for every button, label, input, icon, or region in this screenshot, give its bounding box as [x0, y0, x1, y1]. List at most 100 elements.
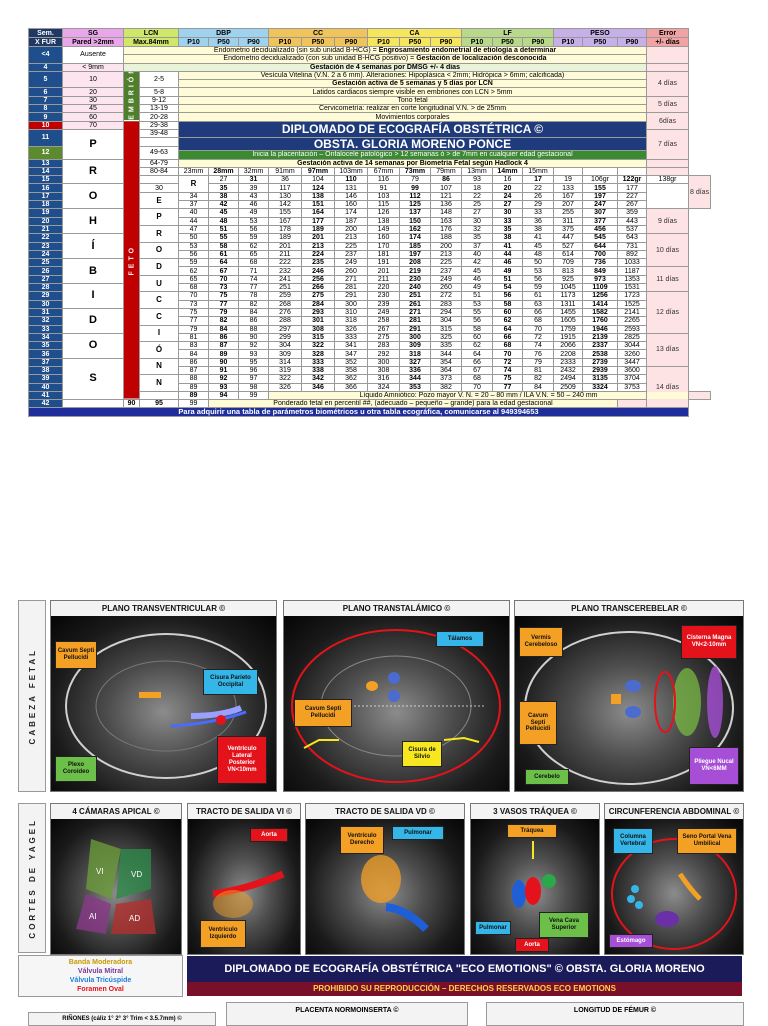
table-cell: 443 [617, 216, 647, 226]
table-cell: 49 [461, 282, 493, 293]
panel-4-camaras: 4 CÁMARAS APICAL © VI VD AI AD [50, 803, 182, 955]
table-cell: I [62, 283, 124, 309]
table-cell: 126 [367, 208, 400, 218]
table-cell: 59 [178, 258, 209, 268]
table-cell: 281 [334, 282, 368, 293]
table-cell: 1531 [617, 282, 647, 293]
table-cell: 259 [268, 291, 302, 301]
table-cell: 9 [28, 112, 63, 122]
table-cell: 276 [268, 307, 302, 318]
text: Endometrio decidualizado (sin sub unidad… [213, 47, 379, 55]
table-cell: 55 [461, 307, 493, 318]
table-cell: 310 [334, 307, 368, 318]
table-cell: 11 días [646, 266, 689, 293]
table-cell: Endometrio decidualizado (sin sub unidad… [123, 45, 647, 56]
table-cell: 260 [430, 282, 462, 293]
table-cell: 18 [28, 200, 63, 210]
table-cell: 307 [582, 208, 618, 218]
table-cell: 70 [461, 382, 493, 392]
table-cell: 75 [492, 374, 523, 384]
table-cell: 70 [492, 349, 523, 359]
table-cell: 46 [238, 200, 269, 210]
table-cell: 1455 [553, 307, 583, 318]
table-cell: 39-48 [139, 137, 179, 147]
table-cell: 19 [553, 175, 583, 185]
table-cell: 170 [367, 241, 400, 251]
table-cell: 44 [178, 216, 209, 226]
table-cell: 160 [367, 233, 400, 243]
table-cell: 54 [492, 282, 523, 293]
table-cell: 255 [553, 208, 583, 218]
table-cell: 89 [178, 390, 209, 401]
col-p: P50 [208, 37, 239, 47]
table-cell: 90 [238, 332, 269, 343]
table-cell: 90 [123, 399, 140, 409]
table-cell: Cervicometría: realizar en corte longitu… [178, 104, 647, 114]
table-cell: 79 [399, 175, 431, 185]
side-letter: C [156, 295, 162, 305]
table-cell: 322 [301, 341, 335, 351]
table-cell: 73 [178, 299, 209, 309]
table-cell: 17 [28, 191, 63, 202]
col-sg: SG [62, 28, 124, 38]
table-cell: 16 [28, 183, 63, 193]
table-cell: 14mm [492, 166, 523, 177]
table-cell: 48 [522, 249, 554, 260]
table-cell: 266 [301, 282, 335, 293]
table-cell: 75 [178, 307, 209, 318]
table-cell: 201 [301, 233, 335, 243]
table-cell: 80-84 [139, 166, 179, 177]
text-bold: Engrosamiento endometrial de etiología a… [378, 47, 557, 55]
label-vd: VD [131, 870, 142, 879]
table-cell: 2432 [553, 365, 583, 376]
label-ventriculo-lateral: Ventrículo Lateral Posterior VN<10mm [217, 736, 267, 784]
table-cell: 447 [553, 233, 583, 243]
table-cell: 112 [399, 191, 431, 202]
table-cell: 333 [334, 332, 368, 343]
table-cell: 138 [367, 216, 400, 226]
table-cell: 294 [430, 307, 462, 318]
table-cell: 66 [461, 357, 493, 368]
table-cell: 261 [399, 299, 431, 309]
table-cell: 185 [399, 241, 431, 251]
table-cell: 251 [268, 282, 302, 293]
banner-prohibido: PROHIBIDO SU REPRODUCCIÓN – DERECHOS RES… [187, 982, 742, 996]
table-cell: 30 [461, 216, 493, 226]
table-cell: 39 [238, 183, 269, 193]
table-cell: 338 [301, 365, 335, 376]
table-cell: 79 [208, 307, 239, 318]
table-cell: 301 [301, 316, 335, 326]
table-cell: 49-63 [139, 145, 179, 160]
table-cell: 73 [208, 282, 239, 293]
table-cell: 33 [492, 216, 523, 226]
table-cell: 375 [553, 224, 583, 235]
table-cell: 322 [268, 374, 302, 384]
table-cell: 130 [268, 191, 302, 202]
side-letter: D [156, 261, 162, 271]
table-cell: C [139, 291, 179, 309]
label-columna: Columna Vertebral [613, 828, 653, 854]
label-cerebelo: Cerebelo [525, 769, 569, 785]
table-cell: 56 [461, 316, 493, 326]
table-cell: 38 [208, 191, 239, 202]
table-cell: 227 [617, 191, 647, 202]
side-letter: I [157, 328, 161, 338]
sg-letter: H [89, 214, 97, 227]
table-cell: 62 [461, 341, 493, 351]
table-cell: 342 [301, 374, 335, 384]
table-cell: 2066 [553, 341, 583, 351]
sidebar-cabeza-fetal: CABEZA FETAL [18, 600, 46, 792]
panel-transcerebelar: PLANO TRANSCEREBELAR © Vermis Cerebeloso… [514, 600, 744, 792]
table-cell: 151 [301, 200, 335, 210]
table-cell: 2265 [617, 316, 647, 326]
table-cell: N [139, 357, 179, 376]
table-cell: 50 [522, 258, 554, 268]
table-cell: 643 [617, 233, 647, 243]
table-cell: 213 [301, 241, 335, 251]
label-ventriculo-izquierdo: Ventrículo Izquierdo [200, 920, 246, 948]
table-cell: 86 [208, 332, 239, 343]
table-cell: 1353 [617, 274, 647, 285]
